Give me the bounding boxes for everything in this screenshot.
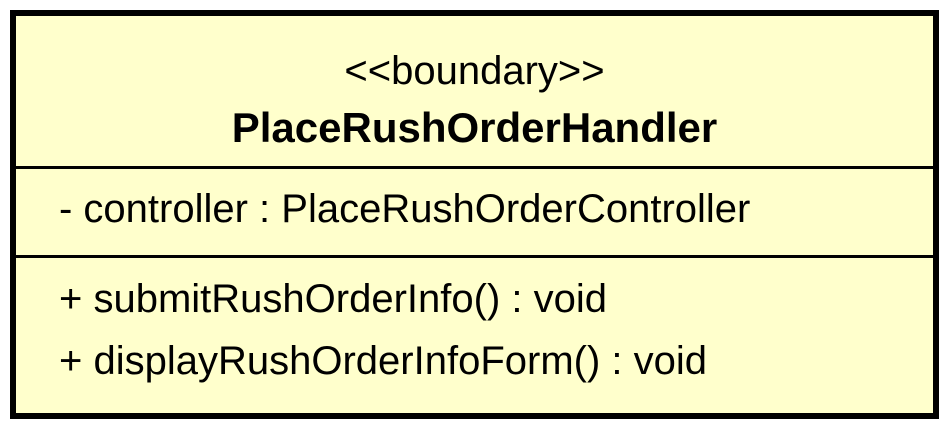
operation-submit-rush-order-info: + submitRushOrderInfo() : void [59, 277, 607, 321]
operation-display-rush-order-info-form: + displayRushOrderInfoForm() : void [59, 339, 708, 383]
class-name: PlaceRushOrderHandler [231, 104, 718, 151]
attributes-compartment: - controller : PlaceRushOrderController [16, 169, 933, 258]
class-header: <<boundary>> PlaceRushOrderHandler [16, 16, 933, 169]
class-stereotype: <<boundary>> [344, 49, 605, 93]
attribute-controller: - controller : PlaceRushOrderController [59, 187, 751, 231]
operations-compartment: + submitRushOrderInfo() : void + display… [16, 258, 933, 413]
uml-class-box: <<boundary>> PlaceRushOrderHandler - con… [10, 10, 939, 419]
